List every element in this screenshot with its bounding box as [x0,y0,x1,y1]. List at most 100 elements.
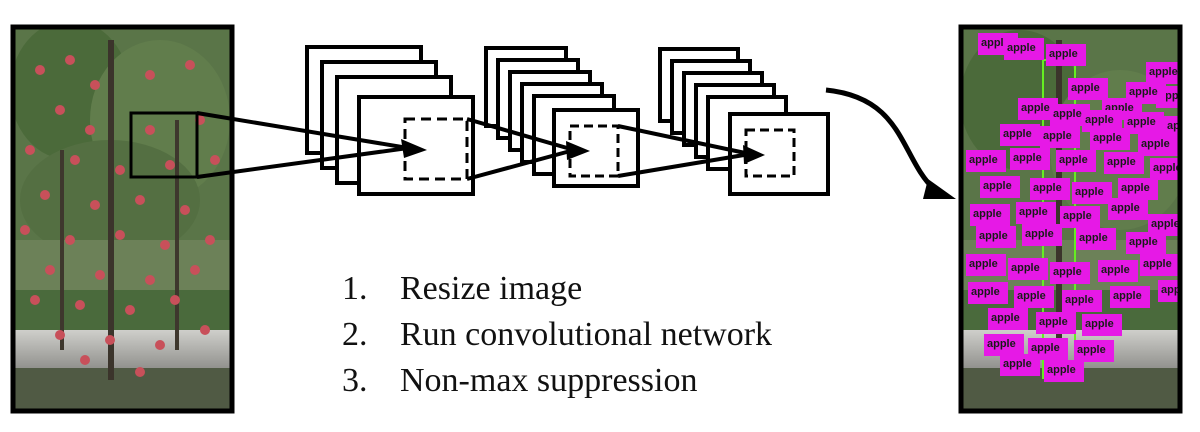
detection-box: apple [1072,182,1112,204]
detection-label: apple [1079,232,1108,244]
detection-label: apple [1129,86,1158,98]
detection-box: apple [1014,286,1054,308]
output-photo-frame [958,24,1183,414]
detection-label: apple [1003,358,1032,370]
apple-fruit [105,335,115,345]
detection-label: apple [1021,102,1050,114]
detection-label: apple [1033,182,1062,194]
cnn-layer-stack-3 [658,47,830,196]
detection-label: apple [983,180,1012,192]
detection-label: apple [1019,206,1048,218]
detection-box: apple [1036,312,1076,334]
apple-fruit [85,125,95,135]
detection-box: apple [1000,354,1040,376]
projection-line-bottom-1 [196,146,409,179]
apple-fruit [20,225,30,235]
output-curve-arrow [825,87,937,192]
detection-label: apple [969,258,998,270]
apple-fruit [210,155,220,165]
apple-fruit [145,70,155,80]
output-photo: apple apple apple apple apple apple apple apple… [958,24,1196,414]
apple-fruit [160,240,170,250]
detection-label: apple [1043,130,1072,142]
projection-line-top-2 [466,117,575,152]
detection-box: apple [1062,290,1102,312]
input-photo-frame [10,24,235,414]
detection-box: apple [1010,148,1050,170]
apple-fruit [115,230,125,240]
step-text: Run convolutional network [400,316,773,353]
detection-label: apple [1077,344,1106,356]
apple-fruit [55,330,65,340]
detection-box: apple [1158,280,1180,302]
step-item: 2. Run convolutional network [342,312,772,358]
detection-label: apple [1017,290,1046,302]
arrowhead-icon [743,145,765,164]
detection-label: apple [973,208,1002,220]
detection-box: apple [1050,262,1090,284]
detection-box: apple [1124,112,1164,134]
detection-box: apple [1104,152,1144,174]
detection-label: apple [1141,138,1170,150]
apple-fruit [115,165,125,175]
arrowhead-icon [923,179,956,199]
apple-fruit [45,265,55,275]
projection-line-bottom-2 [466,148,575,181]
step-text: Resize image [400,270,583,307]
detection-box: apple [1068,78,1108,100]
detection-label: apple [1167,120,1196,132]
apple-fruit [65,55,75,65]
detection-box: apple [1118,178,1158,200]
detection-box: apple [1164,116,1196,138]
detection-label: apple [1039,316,1068,328]
apple-fruit [75,300,85,310]
detection-label: apple [987,338,1016,350]
detection-label: apple [1151,218,1180,230]
detection-label: apple [1143,258,1172,270]
apple-fruit [40,190,50,200]
detection-label: apple [1007,42,1036,54]
apple-fruit [30,295,40,305]
detection-label: apple [1085,114,1114,126]
detection-box: apple [1022,224,1062,246]
detection-label: apple [1049,48,1078,60]
detection-box: apple [1150,158,1180,180]
apple-fruit [155,340,165,350]
detection-label: apple [1107,156,1136,168]
detection-label: apple [1011,262,1040,274]
detection-label: apple [1053,108,1082,120]
detection-label: apple [1075,186,1104,198]
detection-label: apple [1121,182,1150,194]
detection-box: apple [966,150,1006,172]
apple-fruit [55,105,65,115]
detection-box: apple [966,254,1006,276]
detection-label: apple [1071,82,1100,94]
apple-fruit [170,295,180,305]
detection-label: apple [969,154,998,166]
detection-boxes: apple apple apple apple apple apple apple apple… [966,33,1196,382]
apple-fruit [200,325,210,335]
detection-label: apple [1127,116,1156,128]
detection-box: apple [984,334,1024,356]
apple-fruit [135,367,145,377]
projection-arrows [196,87,956,199]
detection-label: apple [1063,210,1092,222]
apple-fruit [205,235,215,245]
detection-label: apple [971,286,1000,298]
apple-fruit [145,125,155,135]
step-number: 2. [342,316,368,353]
cnn-layer-stack-2 [484,46,640,188]
step-item: 3. Non-max suppression [342,358,772,404]
apple-fruit [145,275,155,285]
detection-box: apple [1090,128,1130,150]
detection-box: apple [1000,124,1040,146]
detection-label: apple [1047,364,1076,376]
apple-fruit [90,80,100,90]
detection-box: apple [1140,254,1180,276]
conv-window-3 [744,128,796,178]
projection-line-top-1 [196,111,409,150]
detection-label: apple [1031,342,1060,354]
step-number: 3. [342,362,368,399]
apple-fruit [90,200,100,210]
detection-box: apple [1126,82,1166,104]
